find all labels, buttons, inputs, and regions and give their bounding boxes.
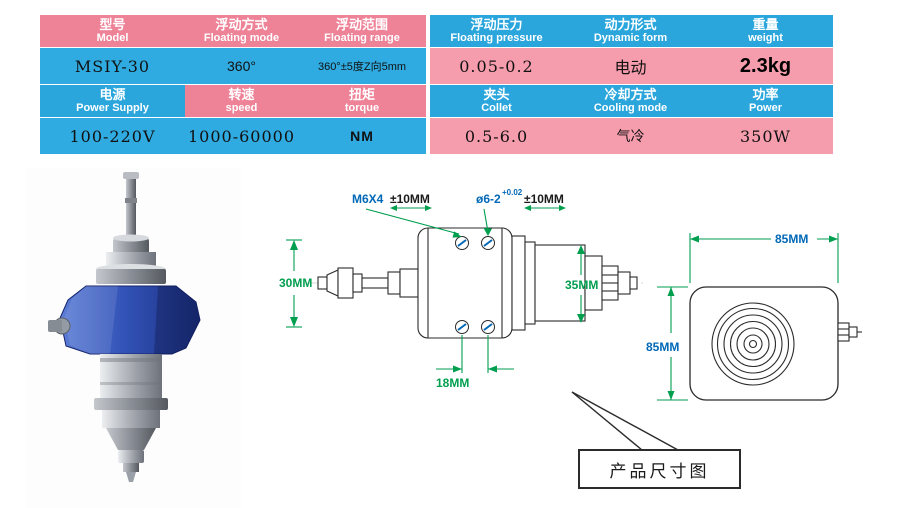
header-model-zh: 型号 [99,16,126,32]
dim-18mm-label: 18MM [436,376,469,390]
header-model: 型号 Model [40,15,185,48]
header-collet: 夹头 Collet [430,85,563,118]
dimension-18mm: 18MM [436,335,514,390]
value-floating-range-text: 360°±5度Z向5mm [317,61,407,73]
value-collet-text: 0.5-6.0 [464,126,529,146]
front-view-drawing: 85MM 85MM [646,232,862,401]
header-floating-pressure-en: Floating pressure [450,32,543,45]
value-floating-range: 360°±5度Z向5mm [298,48,426,85]
header-collet-en: Collet [481,102,512,115]
spec-table-left: 型号 Model 浮动方式 Floating mode 浮动范围 Floatin… [40,15,426,155]
header-speed-zh: 转速 [228,86,255,102]
side-connector [837,322,862,342]
hole-diameter-label: ø6-2 [476,192,501,206]
spindle-lower-body [94,354,168,482]
value-weight: 2.3kg [698,48,833,85]
hole-marks [457,239,493,331]
header-power: 功率 Power [698,85,833,118]
header-cooling-mode: 冷却方式 Cooling mode [563,85,698,118]
value-power: 350W [698,118,833,155]
m6x4-label: M6X4 [352,192,384,206]
hole-diameter-sup: +0.02 [502,188,523,197]
value-speed-text: 1000-60000 [187,126,296,146]
spec-table: 型号 Model 浮动方式 Floating mode 浮动范围 Floatin… [40,15,833,155]
header-floating-range: 浮动范围 Floating range [298,15,426,48]
header-torque-en: torque [344,102,380,115]
value-torque: NM [298,118,426,155]
dimension-85mm-width: 85MM [689,232,839,283]
caption-box: 产品尺寸图 [578,449,741,489]
header-speed: 转速 speed [185,85,298,118]
header-floating-pressure-zh: 浮动压力 [470,16,523,32]
spindle-outline [317,227,638,339]
value-power-text: 350W [740,126,791,146]
value-collet: 0.5-6.0 [430,118,563,155]
header-power-en: Power [748,102,782,115]
spec-table-right: 浮动压力 Floating pressure 动力形式 Dynamic form… [430,15,833,155]
header-weight-en: weight [748,32,783,45]
hole-tolerance: ±10MM [524,192,564,206]
header-floating-mode: 浮动方式 Floating mode [185,15,298,48]
header-floating-mode-en: Floating mode [203,32,280,45]
header-torque-zh: 扭矩 [348,86,375,102]
header-torque: 扭矩 torque [298,85,426,118]
value-dynamic-form-text: 电动 [614,60,647,77]
header-collet-zh: 夹头 [483,86,510,102]
value-cooling-mode-text: 气冷 [616,128,645,144]
dimension-30mm: 30MM [279,239,312,328]
header-dynamic-form-zh: 动力形式 [604,16,657,32]
header-floating-range-zh: 浮动范围 [335,16,388,32]
value-speed: 1000-60000 [185,118,298,155]
side-view-drawing: 30MM 35MM 18MM M6X4 ±10MM [279,188,644,390]
m6x4-tolerance: ±10MM [390,192,430,206]
header-cooling-mode-en: Cooling mode [593,102,668,115]
dimension-35mm: 35MM [565,245,598,323]
value-torque-text: NM [350,128,374,144]
spindle-upper-body [96,234,166,284]
header-dynamic-form: 动力形式 Dynamic form [563,15,698,48]
value-model-text: MSIY-30 [74,56,151,76]
header-model-en: Model [96,32,129,45]
value-model: MSIY-30 [40,48,185,85]
value-floating-mode-text: 360° [227,58,256,74]
caption-text: 产品尺寸图 [609,461,710,481]
value-dynamic-form: 电动 [563,48,698,85]
callout-hole-diameter: ø6-2 +0.02 ±10MM [476,188,566,236]
caption-leader [571,391,679,451]
value-floating-mode: 360° [185,48,298,85]
header-power-supply-en: Power Supply [76,102,149,115]
header-floating-range-en: Floating range [324,32,400,45]
product-photo [26,168,241,508]
header-weight-zh: 重量 [752,16,779,32]
dim-85mm-height-label: 85MM [646,340,679,354]
header-floating-mode-zh: 浮动方式 [215,16,268,32]
callout-m6x4: M6X4 ±10MM [352,192,462,238]
spindle-shaft [123,172,139,240]
value-floating-pressure: 0.05-0.2 [430,48,563,85]
dim-30mm-label: 30MM [279,276,312,290]
value-power-supply: 100-220V [40,118,185,155]
header-power-supply-zh: 电源 [99,86,126,102]
header-speed-en: speed [225,102,258,115]
value-floating-pressure-text: 0.05-0.2 [459,56,534,76]
header-dynamic-form-en: Dynamic form [593,32,668,45]
front-body-outline [689,286,839,401]
header-power-zh: 功率 [752,86,779,102]
dim-85mm-width-label: 85MM [775,232,808,246]
dim-35mm-label: 35MM [565,278,598,292]
blue-clamp [48,285,201,355]
value-power-supply-text: 100-220V [69,126,156,146]
value-cooling-mode: 气冷 [563,118,698,155]
value-weight-text: 2.3kg [739,54,792,77]
concentric-rings [711,302,795,386]
header-floating-pressure: 浮动压力 Floating pressure [430,15,563,48]
header-power-supply: 电源 Power Supply [40,85,185,118]
header-weight: 重量 weight [698,15,833,48]
header-cooling-mode-zh: 冷却方式 [604,86,657,102]
dimension-85mm-height: 85MM [646,286,688,401]
